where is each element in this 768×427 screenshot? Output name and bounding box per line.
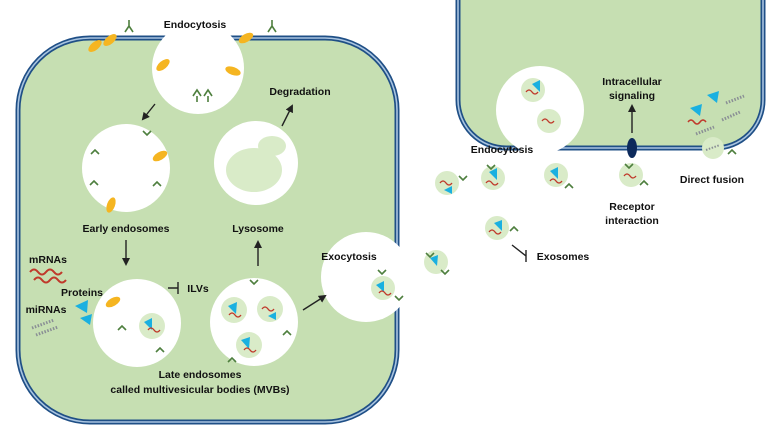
label-early-endosomes: Early endosomes [83, 223, 170, 235]
exosome [257, 296, 283, 322]
membrane-protein [88, 40, 102, 52]
label-receptor: Receptor [609, 201, 655, 213]
endocytosis-pit-top [152, 22, 244, 114]
label-endocytosis-top: Endocytosis [164, 19, 227, 31]
label-mirnas: miRNAs [26, 304, 67, 316]
early-endosome [82, 124, 170, 212]
exosomes [139, 78, 724, 358]
label-mrnas: mRNAs [29, 254, 67, 266]
protein-legend-icon [80, 314, 92, 325]
membrane-protein [106, 197, 116, 213]
exosome [371, 276, 395, 300]
exosome [481, 166, 505, 190]
tetraspanin-markers [89, 20, 737, 363]
exosome [619, 163, 643, 187]
membrane-protein [225, 66, 241, 76]
endocytosis-pit-right [496, 66, 584, 154]
label-exosomes: Exosomes [537, 251, 590, 263]
mrna-legend-icon [33, 276, 67, 284]
exosome [139, 313, 165, 339]
membrane-protein [152, 150, 168, 162]
membrane-protein [156, 59, 170, 71]
arrow-mvb-to-exocytosis [302, 294, 327, 311]
arrow-lysosome-to-degradation [281, 104, 293, 127]
free-mirna [695, 125, 715, 136]
arrows [122, 103, 636, 311]
membrane-protein [238, 32, 254, 44]
lysosome-inner-vesicle [226, 148, 282, 192]
cargo-molecules [29, 20, 745, 363]
lysosome-fragment [258, 136, 286, 156]
protein-legend-icon [105, 296, 121, 308]
label-endocytosis-right: Endocytosis [471, 144, 534, 156]
label-late-endosomes: Late endosomes [159, 369, 242, 381]
mirna-legend-icon [35, 325, 59, 337]
exosome [702, 137, 724, 159]
exosome [521, 78, 545, 102]
label-direct-fusion: Direct fusion [680, 174, 744, 186]
exosome [236, 332, 262, 358]
exosome [221, 297, 247, 323]
exosomes-pointer [511, 244, 527, 262]
receptor [627, 138, 637, 158]
label-intracellular: Intracellular [602, 76, 662, 88]
exosome [485, 216, 509, 240]
donor-cell-membrane-inner [17, 37, 398, 423]
protein-legend-icon [75, 300, 88, 313]
exosome [544, 163, 568, 187]
free-mrna [687, 119, 707, 125]
mrna-legend-icon [29, 268, 63, 276]
free-protein [690, 104, 702, 116]
exosome [537, 109, 561, 133]
label-interaction: interaction [605, 215, 659, 227]
arrow-endocytosis-to-early-endosome [141, 103, 156, 121]
free-mirna [725, 94, 745, 105]
label-mvbs: called multivesicular bodies (MVBs) [110, 384, 289, 396]
free-mirna [721, 110, 741, 122]
label-lysosome: Lysosome [232, 223, 284, 235]
label-ilvs: ILVs [187, 283, 209, 295]
label-exocytosis: Exocytosis [321, 251, 377, 263]
exosome [435, 171, 459, 195]
recipient-cell-membrane-inner [457, 0, 764, 149]
exocytosis-opening [321, 232, 411, 322]
membrane-protein [103, 34, 117, 46]
mirna-legend-icon [31, 318, 55, 330]
free-protein [707, 91, 719, 103]
label-degradation: Degradation [269, 86, 330, 98]
label-proteins: Proteins [61, 287, 103, 299]
label-signaling: signaling [609, 90, 655, 102]
ilvs-pointer [168, 282, 179, 294]
late-endosome-left [93, 279, 181, 367]
